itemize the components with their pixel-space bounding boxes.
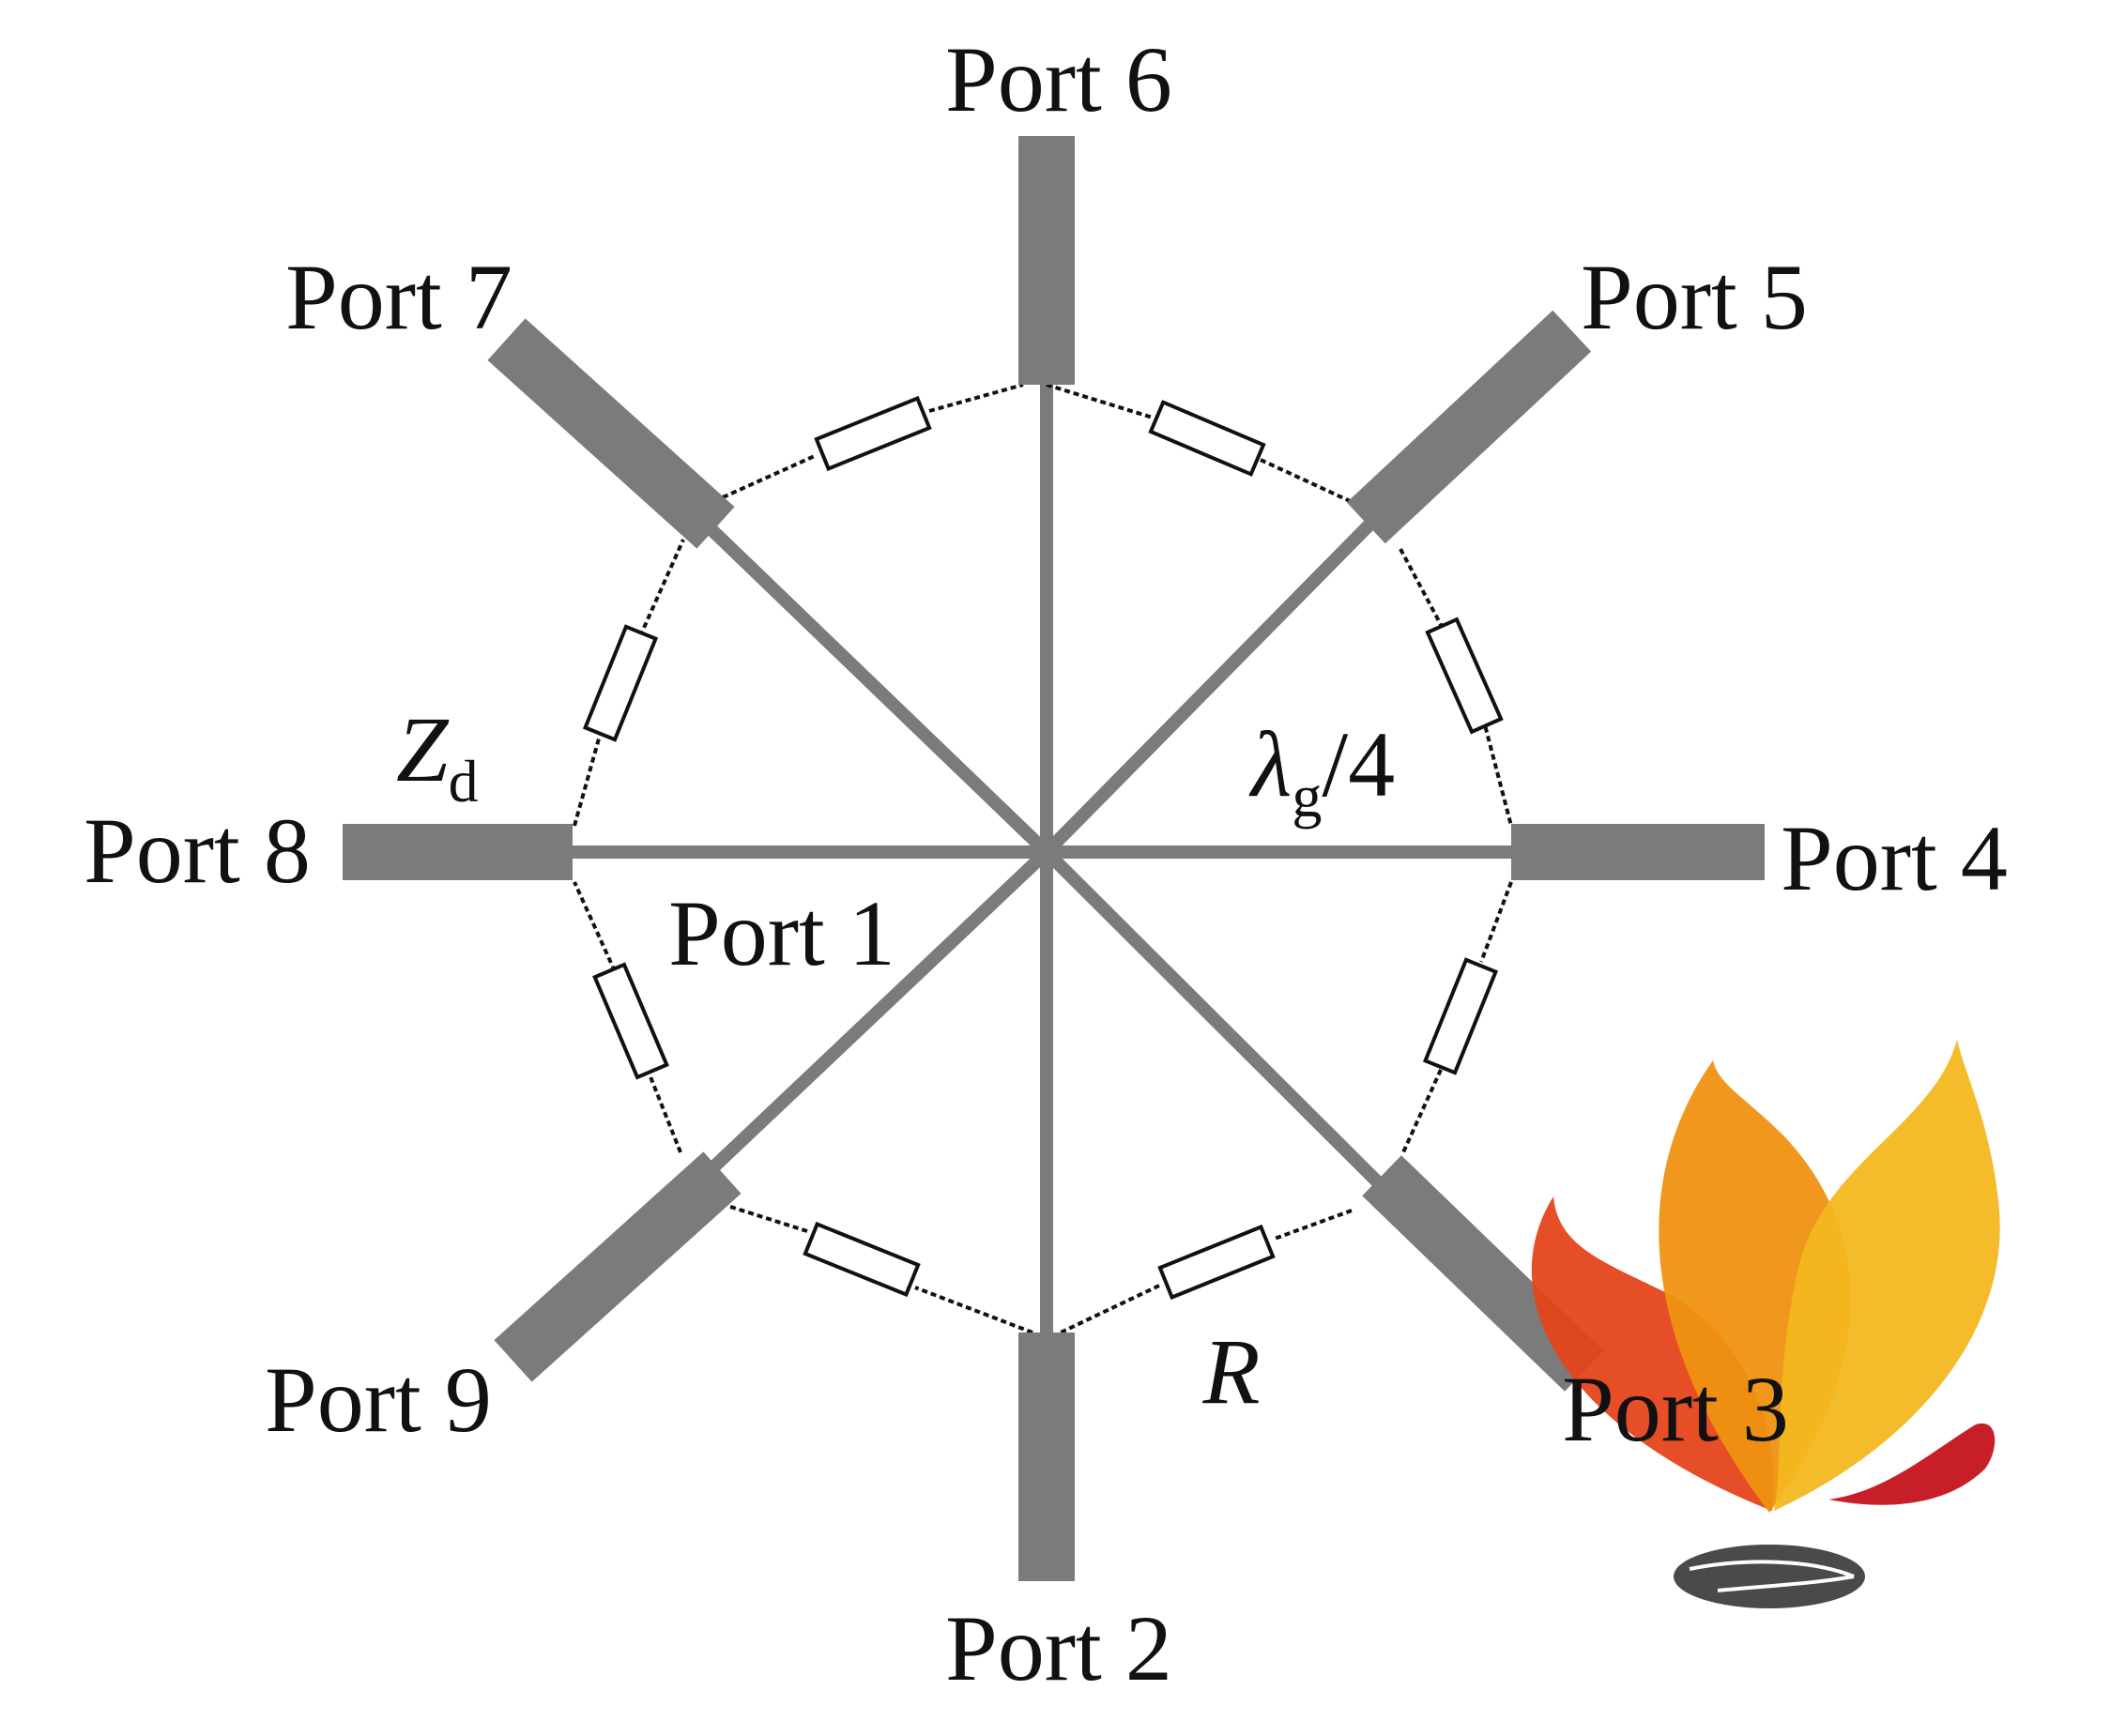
resistor-wire-7-6 — [722, 453, 818, 499]
label-port9: Port 9 — [265, 1348, 492, 1452]
wavelength-suffix: /4 — [1322, 712, 1395, 816]
feed-port4 — [1511, 824, 1765, 880]
feed-port3 — [1362, 1155, 1604, 1392]
resistor-wire-5-4 — [1399, 548, 1447, 634]
resistor-wire-8-7b — [638, 539, 685, 637]
logo-teardrop — [1828, 1423, 1996, 1505]
label-port1: Port 1 — [668, 881, 895, 985]
resistor-4-3 — [1422, 957, 1499, 1075]
label-port3: Port 3 — [1562, 1357, 1789, 1461]
feed-port7 — [487, 318, 735, 549]
logo-shadow — [1674, 1545, 1865, 1608]
resistor-wire-6-5b — [1260, 458, 1373, 513]
resistor-wire-8-7 — [573, 731, 603, 827]
label-impedance: Zd — [396, 697, 479, 815]
resistor-ring — [573, 383, 1513, 1334]
label-port7: Port 7 — [285, 245, 512, 349]
radial-line-port7 — [691, 509, 1051, 858]
resistor-7-6 — [814, 395, 932, 472]
resistor-3-2 — [1157, 1224, 1276, 1301]
resistor-wire-3-2 — [1274, 1209, 1353, 1241]
logo-petal-yellow — [1774, 1040, 2000, 1511]
radial-line-port3 — [1042, 847, 1384, 1189]
flame-petals-logo — [1531, 1040, 2000, 1608]
port-feeds — [343, 136, 1765, 1581]
feed-port2 — [1018, 1332, 1075, 1581]
label-resistor: R — [1201, 1319, 1260, 1424]
resistor-wire-5-4b — [1481, 717, 1513, 827]
radial-line-port5 — [1042, 510, 1384, 857]
label-port8: Port 8 — [84, 799, 311, 903]
resistor-wire-9-8b — [573, 881, 617, 972]
radial-line-port9 — [691, 846, 1051, 1190]
resistor-wire-4-3b — [1401, 1069, 1443, 1153]
impedance-main: Z — [396, 697, 450, 801]
logo-petal-red — [1531, 1196, 1774, 1511]
resistor-9-8 — [592, 962, 669, 1080]
resistor-wire-2-9b — [727, 1204, 808, 1233]
label-port4: Port 4 — [1781, 806, 2008, 910]
resistor-wire-4-3 — [1479, 881, 1513, 963]
impedance-sub: d — [449, 748, 479, 815]
label-port2: Port 2 — [945, 1596, 1172, 1700]
resistors — [582, 395, 1504, 1301]
resistor-2-9 — [803, 1221, 921, 1298]
resistor-wire-9-8 — [646, 1069, 682, 1153]
feed-port5 — [1346, 310, 1592, 544]
resistor-wire-7-6b — [928, 383, 1024, 413]
feed-port8 — [343, 824, 573, 880]
resistor-5-4 — [1425, 617, 1504, 735]
feed-port6 — [1018, 136, 1075, 385]
port-labels: Port 6 Port 7 Port 5 Port 8 Port 4 Port … — [84, 27, 2008, 1700]
feed-port9 — [494, 1151, 742, 1382]
resistor-8-7 — [582, 624, 659, 742]
label-wavelength: λg/4 — [1248, 712, 1395, 830]
resistor-wire-2-9 — [914, 1286, 1033, 1334]
resistor-wire-6-5 — [1046, 383, 1154, 419]
logo-shadow-highlight — [1689, 1560, 1855, 1592]
label-port6: Port 6 — [945, 27, 1172, 131]
symbol-labels: Zd λg/4 R — [396, 697, 1395, 1424]
label-port5: Port 5 — [1581, 245, 1808, 349]
radial-lines — [568, 385, 1511, 1332]
resistor-6-5 — [1148, 400, 1266, 477]
wavelength-main: λ — [1248, 712, 1292, 816]
resistor-wire-3-2b — [1060, 1284, 1160, 1334]
wavelength-sub: g — [1292, 763, 1322, 830]
